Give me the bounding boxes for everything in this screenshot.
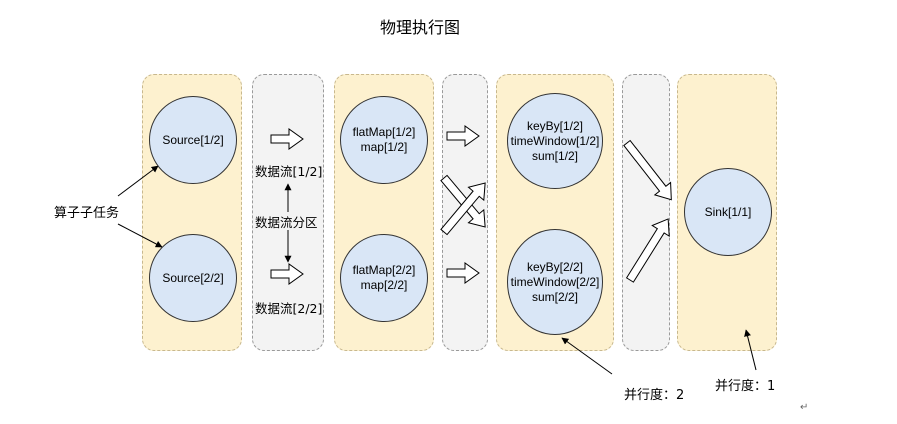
pointer-to-source-1 [117, 165, 159, 197]
node-flatmap-2[interactable]: flatMap[2/2] map[2/2] [340, 234, 428, 322]
node-flatmap-1[interactable]: flatMap[1/2] map[1/2] [340, 96, 428, 184]
label-parallelism-2: 并行度：2 [624, 388, 685, 403]
label-partition: 数据流分区 [255, 215, 318, 230]
block-arrow-shuffle-1 [446, 125, 480, 147]
block-arrow-shuffle-2 [446, 262, 480, 284]
node-keyby-1[interactable]: keyBy[1/2] timeWindow[1/2] sum[1/2] [507, 93, 603, 189]
node-source-1[interactable]: Source[1/2] [149, 96, 237, 184]
block-arrow-stream-1 [270, 128, 304, 150]
node-keyby-2[interactable]: keyBy[2/2] timeWindow[2/2] sum[2/2] [507, 229, 603, 335]
lane-stream-1 [252, 74, 324, 351]
return-mark: ↵ [800, 402, 809, 413]
node-source-2[interactable]: Source[2/2] [149, 234, 237, 322]
label-stream-2: 数据流[2/2] [255, 301, 323, 316]
pointer-to-source-2 [117, 223, 163, 248]
diagram-title: 物理执行图 [379, 18, 460, 37]
lane-stream-3 [622, 74, 670, 351]
label-parallelism-1: 并行度：1 [715, 379, 776, 394]
block-arrow-to-sink-2 [625, 218, 670, 283]
label-stream-1: 数据流[1/2] [255, 164, 323, 179]
block-arrow-cross-up [440, 182, 486, 236]
block-arrow-to-sink-1 [623, 139, 672, 201]
pointer-parallelism-2 [561, 337, 613, 375]
node-sink[interactable]: Sink[1/1] [684, 168, 772, 256]
block-arrow-cross-down [440, 174, 486, 228]
pointer-parallelism-1 [744, 329, 757, 371]
label-subtask: 算子子任务 [54, 206, 120, 221]
block-arrow-stream-2 [270, 263, 304, 285]
